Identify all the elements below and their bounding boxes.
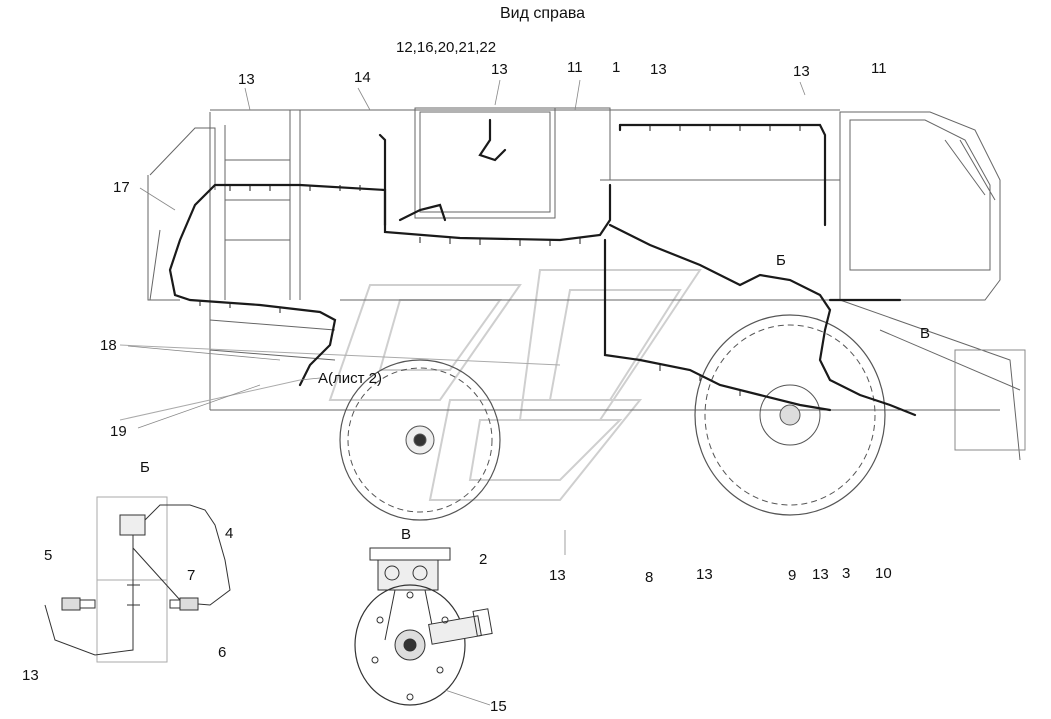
detail-b-callout-4: 4 <box>225 525 234 542</box>
callout-13-b: 13 <box>491 61 508 78</box>
detail-b-callout-5: 5 <box>44 547 53 564</box>
bottom-callout-13-c: 13 <box>812 566 829 583</box>
detail-b-drawing <box>44 496 231 663</box>
wiring-harness <box>168 118 917 417</box>
detail-v-callout-2: 2 <box>479 551 488 568</box>
callout-13-c: 13 <box>650 61 667 78</box>
bottom-callout-8: 8 <box>645 569 654 586</box>
callout-14: 14 <box>354 69 371 86</box>
bottom-callout-3: 3 <box>842 565 851 582</box>
callout-1: 1 <box>612 59 621 76</box>
callout-group-top: 12,16,20,21,22 <box>396 39 497 56</box>
callout-18: 18 <box>100 337 117 354</box>
detail-b-callout-6: 6 <box>218 644 227 661</box>
detail-b-title: Б <box>140 459 150 476</box>
callout-17: 17 <box>113 179 130 196</box>
rear-wheel <box>694 314 886 516</box>
bottom-callout-10: 10 <box>875 565 892 582</box>
detail-v-drawing <box>354 547 493 706</box>
view-b-mark: Б <box>776 252 786 269</box>
detail-b-callout-13: 13 <box>22 667 39 684</box>
leader-lines <box>127 79 806 555</box>
bottom-callout-13-a: 13 <box>549 567 566 584</box>
harness-clips <box>199 125 801 396</box>
callout-13-a: 13 <box>238 71 255 88</box>
front-wheel <box>339 359 501 521</box>
callout-13-d: 13 <box>793 63 810 80</box>
callout-11-b: 11 <box>871 60 887 77</box>
detail-b-callout-7: 7 <box>187 567 196 584</box>
bottom-callout-9: 9 <box>788 567 797 584</box>
callout-19: 19 <box>110 423 127 440</box>
watermark-logo <box>328 269 702 501</box>
callout-11-a: 11 <box>567 59 583 76</box>
detail-v-title: В <box>401 526 412 543</box>
view-title: Вид справа <box>500 5 586 22</box>
view-v-mark: В <box>920 325 931 342</box>
combine-outline <box>119 107 1026 461</box>
bottom-callout-13-b: 13 <box>696 566 713 583</box>
detail-v-callout-15: 15 <box>490 698 507 715</box>
view-a-ref: А(лист 2) <box>318 370 383 387</box>
